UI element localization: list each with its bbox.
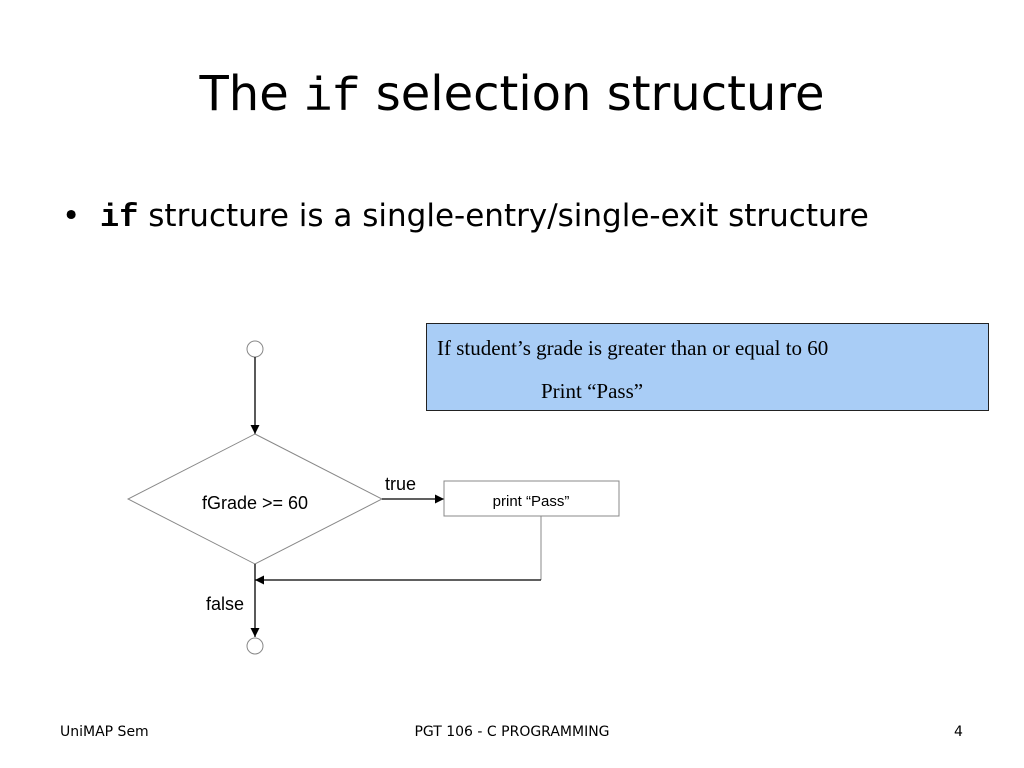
footer-center: PGT 106 - C PROGRAMMING — [414, 724, 610, 740]
bullet-text-container: if structure is a single-entry/single-ex… — [100, 188, 942, 246]
slide-title: The if selection structure — [0, 62, 1024, 131]
pseudocode-line-2: Print “Pass” — [541, 379, 644, 403]
action-box — [443, 480, 620, 517]
pseudocode-box: If student’s grade is greater than or eq… — [426, 323, 989, 411]
pseudocode-line-1: If student’s grade is greater than or eq… — [437, 336, 829, 360]
footer-left: UniMAP Sem — [60, 724, 149, 740]
start-node — [246, 340, 264, 358]
title-code: if — [304, 72, 361, 125]
end-node — [246, 637, 264, 655]
true-label: true — [385, 474, 416, 494]
bullet-keyword: if — [100, 199, 139, 236]
false-label: false — [206, 594, 244, 614]
title-prefix: The — [199, 66, 289, 122]
page-number: 4 — [954, 724, 963, 740]
bullet-text: structure is a single-entry/single-exit … — [138, 198, 869, 234]
bullet-dot-icon: • — [62, 198, 81, 234]
decision-label: fGrade >= 60 — [202, 493, 308, 513]
bullet-point: • if structure is a single-entry/single-… — [62, 188, 942, 246]
action-label: print “Pass” — [493, 493, 570, 510]
title-suffix: selection structure — [375, 66, 825, 122]
